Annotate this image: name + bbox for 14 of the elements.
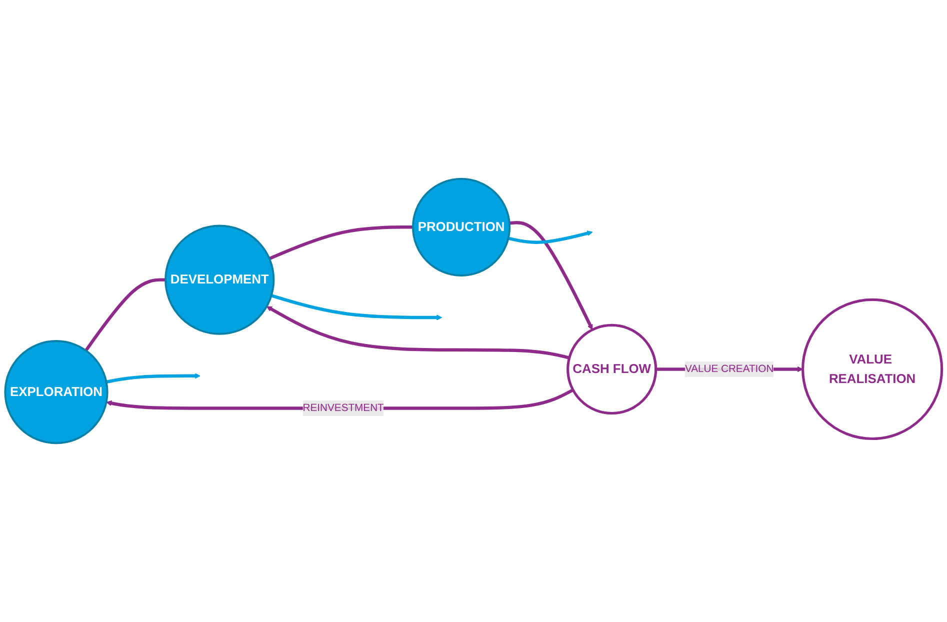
arrow: [106, 373, 200, 384]
arrow: [509, 220, 593, 330]
connector: [84, 278, 166, 352]
arrow: [508, 230, 593, 244]
node-circle: EXPLORATION: [4, 340, 108, 444]
node-circle: DEVELOPMENT: [164, 224, 275, 335]
edge-label: REINVESTMENT: [302, 402, 384, 414]
node-circle: CASH FLOW: [566, 324, 658, 415]
node-circle: PRODUCTION: [412, 178, 511, 276]
connector: [268, 226, 413, 260]
edge-label: VALUE CREATION: [684, 363, 774, 374]
node-circle: VALUE REALISATION: [802, 298, 944, 440]
arrow: [270, 294, 442, 320]
arrow: [266, 306, 570, 360]
